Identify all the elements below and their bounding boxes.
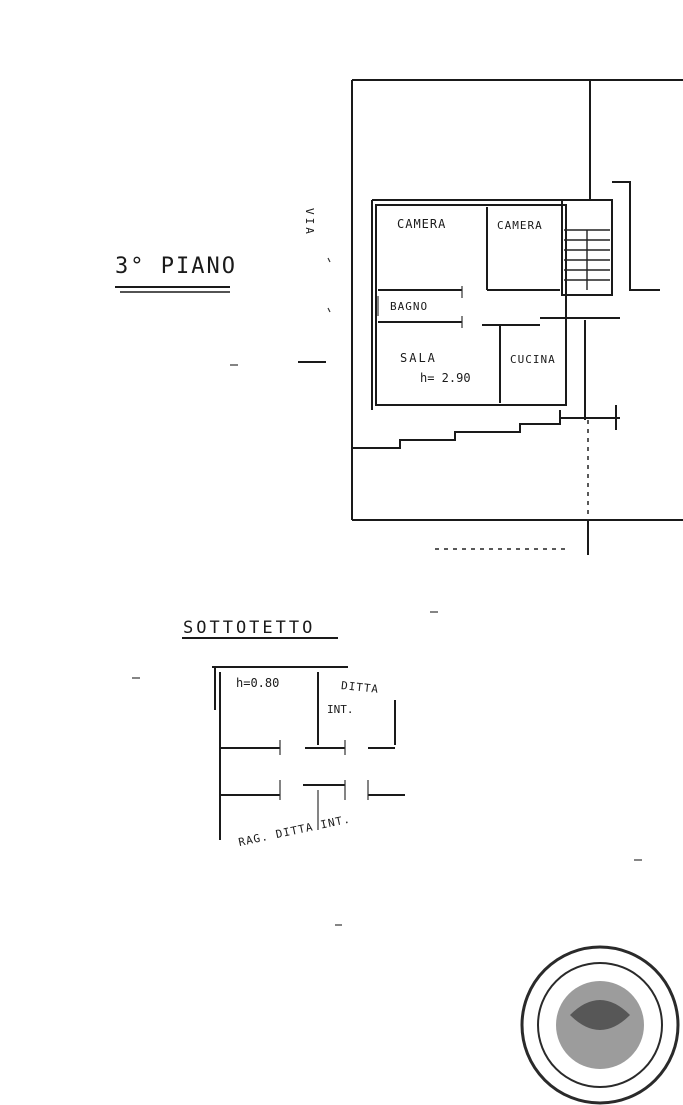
room-label-cucina: CUCINA (510, 353, 556, 366)
stairwell (560, 181, 660, 430)
official-stamp (520, 945, 680, 1105)
room-label-bagno: BAGNO (390, 300, 429, 313)
attic-plan (212, 666, 405, 840)
site-boundary (351, 79, 683, 555)
street-marks (230, 257, 331, 366)
attic-height: h=0.80 (236, 676, 280, 690)
room-height-sala: h= 2.90 (420, 371, 471, 385)
floor-title: 3° PIANO (115, 254, 237, 279)
apartment-walls (352, 199, 567, 449)
floor-plan-drawing (115, 79, 683, 926)
room-label-sala: SALA (400, 351, 437, 365)
room-label-camera-1: CAMERA (397, 217, 447, 231)
street-label: VIA (303, 208, 316, 237)
attic-int-label: INT. (327, 703, 354, 716)
attic-title: SOTTOTETTO (183, 618, 316, 638)
room-label-camera-2: CAMERA (497, 219, 543, 232)
